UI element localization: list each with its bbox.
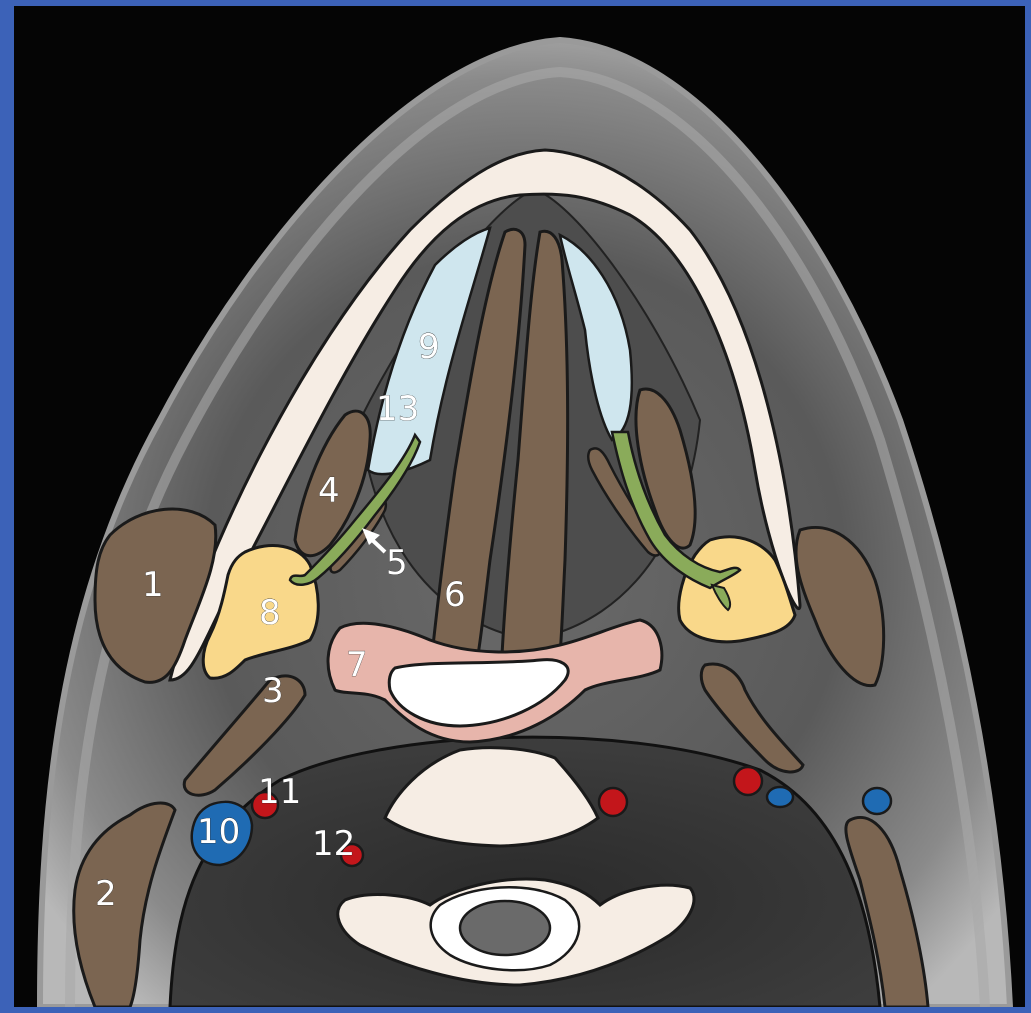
jugular-vein-right <box>863 788 891 814</box>
carotid-artery-right <box>734 767 762 795</box>
spinal-cord <box>460 901 550 955</box>
label-7: 7 <box>346 645 368 685</box>
label-5: 5 <box>386 543 408 583</box>
label-13: 13 <box>376 389 419 429</box>
label-8: 8 <box>259 593 281 633</box>
label-6: 6 <box>444 575 466 615</box>
label-2: 2 <box>95 874 117 914</box>
label-4: 4 <box>318 471 340 511</box>
label-3: 3 <box>262 671 284 711</box>
label-10: 10 <box>197 812 240 852</box>
label-9: 9 <box>418 327 440 367</box>
label-1: 1 <box>142 565 164 605</box>
vertebral-artery-right <box>599 788 627 816</box>
label-12: 12 <box>312 824 355 864</box>
jugular-vein-right-small <box>767 787 793 807</box>
anatomy-diagram: 1 2 3 4 5 6 7 8 9 10 11 12 13 <box>14 6 1025 1007</box>
mri-axial-scan: 1 2 3 4 5 6 7 8 9 10 11 12 13 <box>14 6 1025 1007</box>
label-11: 11 <box>258 772 301 812</box>
